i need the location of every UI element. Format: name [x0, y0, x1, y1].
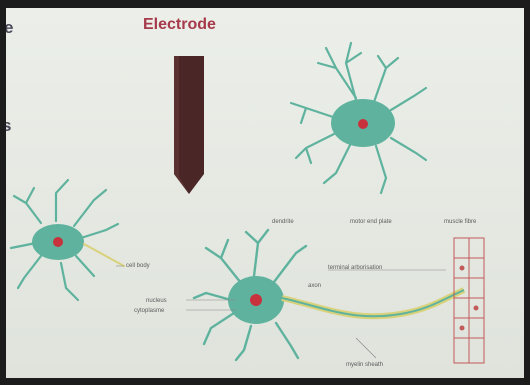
electrode — [174, 56, 204, 194]
label-muscle-fibre: muscle fibre — [444, 219, 476, 225]
projection-screen: e s Electrode — [6, 8, 524, 378]
label-myelin-sheath: myelin sheath — [346, 362, 383, 368]
neuron-left — [11, 180, 124, 300]
axon — [282, 290, 464, 316]
muscle-fibre — [454, 238, 484, 363]
label-terminal-arborisation: terminal arborisation — [328, 265, 382, 271]
label-cell-body: cell body — [126, 263, 150, 269]
label-axon: axon — [308, 283, 321, 289]
label-nucleus: nucleus — [146, 298, 167, 304]
neuron-bottom — [194, 230, 306, 360]
label-dendrite: dendrite — [272, 219, 294, 225]
label-cytoplasm: cytoplasme — [134, 308, 164, 314]
neuron-diagram — [6, 8, 524, 378]
neuron-top-right — [291, 43, 426, 193]
label-motor-end-plate: motor end plate — [350, 219, 392, 225]
